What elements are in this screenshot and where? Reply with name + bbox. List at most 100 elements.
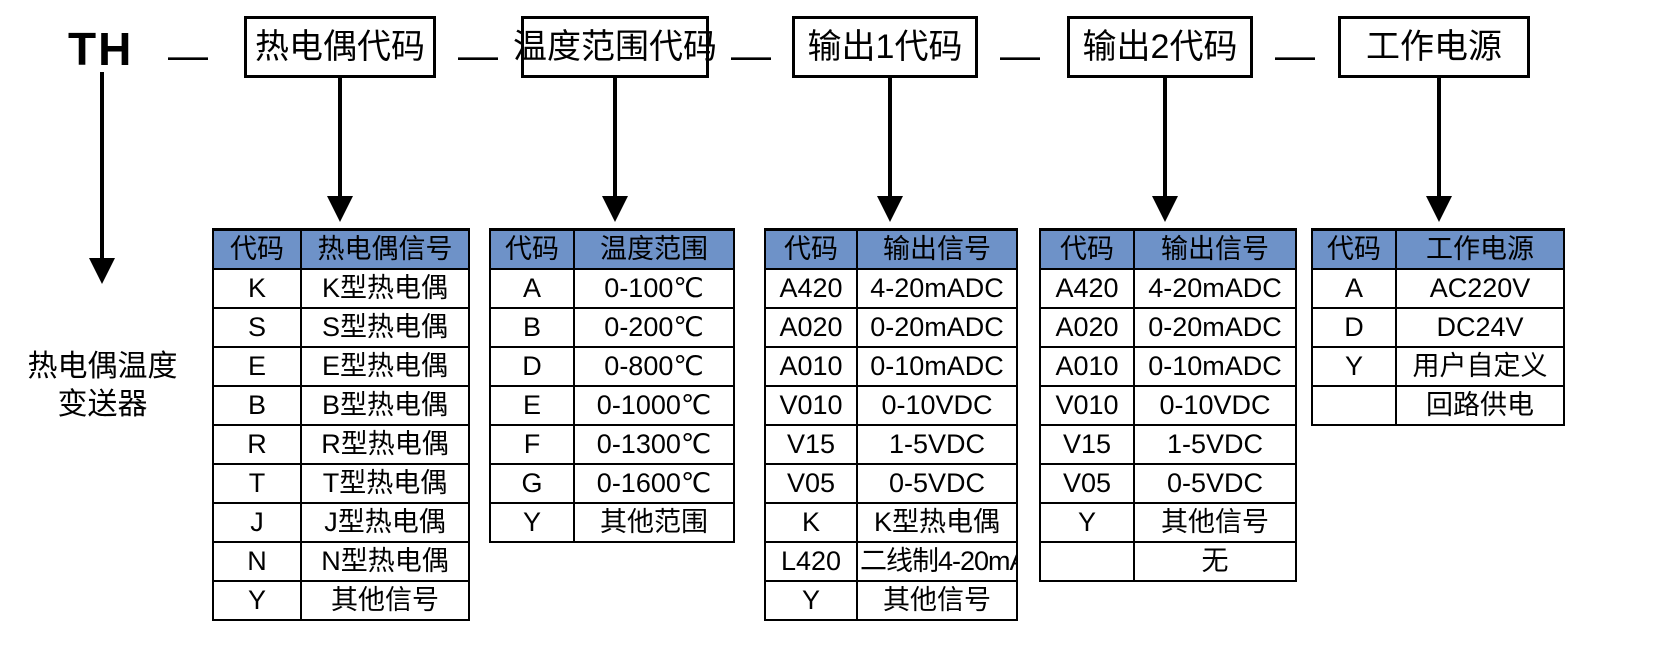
column-header: 输出信号 <box>856 228 1018 270</box>
column-header: 温度范围 <box>573 228 735 270</box>
value-cell: 0-1600℃ <box>573 463 735 504</box>
value-cell: 0-200℃ <box>573 307 735 348</box>
separator-dash-5: — <box>1275 34 1315 78</box>
value-cell: 4-20mADC <box>856 268 1018 309</box>
code-box-output1[interactable]: 输出1代码 <box>792 16 978 78</box>
connector-line-output1 <box>888 78 892 203</box>
value-cell: T型热电偶 <box>300 463 470 504</box>
code-cell: J <box>212 502 302 543</box>
value-cell: S型热电偶 <box>300 307 470 348</box>
value-cell: 其他范围 <box>573 502 735 543</box>
value-cell: E型热电偶 <box>300 346 470 387</box>
code-cell: V15 <box>764 424 858 465</box>
value-cell: DC24V <box>1395 307 1565 348</box>
code-cell: V05 <box>1039 463 1135 504</box>
code-cell: Y <box>1039 502 1135 543</box>
column-header: 工作电源 <box>1395 228 1565 270</box>
code-cell: A010 <box>764 346 858 387</box>
value-cell: 其他信号 <box>1133 502 1297 543</box>
model-prefix: TH <box>68 23 134 75</box>
code-cell: A420 <box>764 268 858 309</box>
code-cell: G <box>489 463 575 504</box>
code-cell <box>1039 541 1135 582</box>
code-box-output2[interactable]: 输出2代码 <box>1067 16 1253 78</box>
column-header: 代码 <box>489 228 575 270</box>
code-cell: A020 <box>764 307 858 348</box>
code-cell: V010 <box>764 385 858 426</box>
code-cell: E <box>489 385 575 426</box>
code-cell: Y <box>764 580 858 621</box>
value-cell: 0-5VDC <box>856 463 1018 504</box>
code-cell: A <box>489 268 575 309</box>
connector-line-power <box>1437 78 1441 203</box>
value-cell: 其他信号 <box>300 580 470 621</box>
code-cell: A020 <box>1039 307 1135 348</box>
value-cell: 二线制4-20mA <box>856 541 1018 582</box>
value-cell: 0-10VDC <box>856 385 1018 426</box>
code-box-temperature-range[interactable]: 温度范围代码 <box>513 16 717 78</box>
code-box-power-supply[interactable]: 工作电源 <box>1338 16 1530 78</box>
value-cell: 0-100℃ <box>573 268 735 309</box>
value-cell: 0-10mADC <box>1133 346 1297 387</box>
arrowhead-output1 <box>877 196 903 222</box>
value-cell: 无 <box>1133 541 1297 582</box>
column-header: 输出信号 <box>1133 228 1297 270</box>
column-header: 热电偶信号 <box>300 228 470 270</box>
code-cell: D <box>489 346 575 387</box>
value-cell: K型热电偶 <box>300 268 470 309</box>
code-box-thermocouple[interactable]: 热电偶代码 <box>244 16 436 78</box>
connector-line-thermocouple <box>338 78 342 203</box>
code-cell: B <box>212 385 302 426</box>
value-cell: R型热电偶 <box>300 424 470 465</box>
model-code-row: TH — 热电偶代码 — 温度范围代码 — 输出1代码 — 输出2代码 — 工作… <box>0 0 1663 100</box>
value-cell: 0-5VDC <box>1133 463 1297 504</box>
arrowhead-temperature <box>602 196 628 222</box>
column-header: 代码 <box>764 228 858 270</box>
code-cell: E <box>212 346 302 387</box>
separator-dash-1: — <box>168 34 208 78</box>
value-cell: 0-20mADC <box>856 307 1018 348</box>
separator-dash-2: — <box>458 34 498 78</box>
table-header-row: 代码输出信号 <box>1039 228 1297 270</box>
connector-line-output2 <box>1163 78 1167 203</box>
code-cell: V05 <box>764 463 858 504</box>
code-cell: V010 <box>1039 385 1135 426</box>
code-cell: Y <box>212 580 302 621</box>
value-cell: N型热电偶 <box>300 541 470 582</box>
value-cell: 1-5VDC <box>1133 424 1297 465</box>
product-label: 热电偶温度 变送器 <box>0 348 205 423</box>
value-cell: 0-800℃ <box>573 346 735 387</box>
arrowhead-thermocouple <box>327 196 353 222</box>
code-cell: S <box>212 307 302 348</box>
code-cell: N <box>212 541 302 582</box>
value-cell: J型热电偶 <box>300 502 470 543</box>
value-cell: 0-1300℃ <box>573 424 735 465</box>
